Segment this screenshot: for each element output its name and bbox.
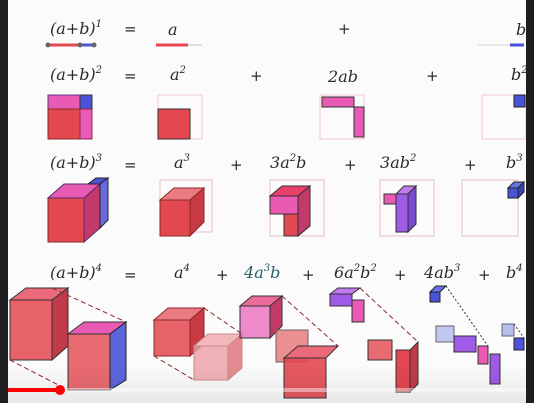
row1-term-a: a [168, 20, 178, 39]
row4-term-4a3b: 4a3b [244, 263, 281, 282]
row4-lhs: (a+b)4 [50, 263, 103, 282]
video-progress-fill [8, 388, 60, 392]
row3-term-3ab2: 3ab2 [380, 153, 417, 172]
row4-equals: = [124, 266, 137, 284]
row3-term-3a2b: 3a2b [270, 153, 307, 172]
row3-plus-1: + [230, 156, 243, 174]
row4-term-4ab3: 4ab3 [424, 263, 461, 282]
row4-term-6a2b2: 6a2b2 [334, 263, 377, 282]
row4-tesseract-6a2b2 [328, 287, 419, 394]
row3-plus-2: + [344, 156, 357, 174]
row4-plus-4: + [478, 266, 491, 284]
row3-cube-a3 [158, 179, 213, 238]
row1-plus: + [338, 20, 351, 38]
row2-plus-1: + [250, 67, 263, 85]
row3-cube-full [46, 177, 110, 244]
binomial-expansion-slide: (a+b)1 = a + b (a+b)2 = a2 + 2ab + b2 (a… [8, 0, 528, 403]
row1-equals: = [124, 20, 137, 38]
row4-tesseract-full [8, 287, 128, 391]
row2-lhs: (a+b)2 [50, 65, 103, 84]
row4-tesseract-4ab3 [428, 285, 501, 385]
row4-term-b4: b4 [506, 263, 523, 282]
row2-equals: = [124, 67, 137, 85]
row4-plus-2: + [302, 266, 315, 284]
row1-line-segments [45, 42, 524, 48]
row1-lhs: (a+b)1 [50, 19, 103, 38]
row3-plus-3: + [464, 156, 477, 174]
row4-tesseract-b4 [501, 323, 525, 351]
row2-square-2ab [319, 94, 365, 140]
row2-term-a2: a2 [170, 65, 186, 84]
right-letterbox [526, 0, 534, 403]
row2-plus-2: + [426, 67, 439, 85]
geometry-illustrations [8, 42, 526, 399]
row2-term-2ab: 2ab [328, 67, 358, 86]
row3-cube-3ab2 [379, 179, 435, 237]
row3-lhs: (a+b)3 [50, 153, 103, 172]
row3-cube-b3 [461, 179, 526, 237]
left-letterbox [0, 0, 8, 403]
row2-square-a2 [157, 94, 203, 140]
row2-square-b2 [481, 94, 526, 140]
row1-term-b: b [516, 20, 527, 39]
row4-plus-1: + [216, 266, 229, 284]
row3-term-a3: a3 [174, 153, 190, 172]
row3-term-b3: b3 [506, 153, 523, 172]
row4-plus-3: + [394, 266, 407, 284]
row2-square-full [47, 94, 93, 140]
row2-term-b2: b2 [511, 65, 528, 84]
row4-tesseract-a4 [152, 306, 244, 382]
row4-tesseract-4a3b [238, 294, 340, 399]
row3-equals: = [124, 156, 137, 174]
row3-cube-3a2b [268, 179, 325, 238]
row4-term-a4: a4 [174, 263, 190, 282]
video-player-controls[interactable] [8, 365, 526, 403]
video-scrubber-handle[interactable] [54, 385, 65, 395]
video-progress-bar[interactable] [8, 385, 526, 395]
